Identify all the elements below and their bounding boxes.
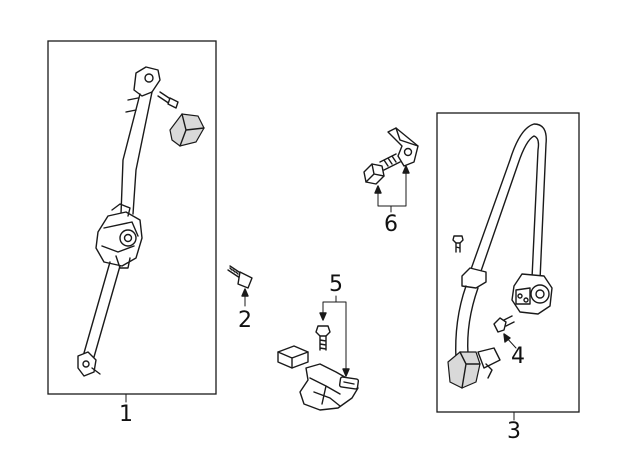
callout-5: 5 bbox=[329, 272, 343, 297]
lower-anchor-icon bbox=[77, 351, 97, 377]
part-6-bracket[interactable] bbox=[363, 127, 419, 213]
bolt-6-icon bbox=[363, 153, 401, 185]
callout-6: 6 bbox=[384, 212, 398, 237]
lower-webbing-icon bbox=[81, 261, 121, 365]
lower-webbing-icon bbox=[455, 285, 479, 361]
anchor-hole-icon bbox=[144, 73, 154, 83]
part-5-leader-line bbox=[322, 295, 347, 373]
mounting-bracket-icon bbox=[387, 127, 419, 167]
bolt-4-icon bbox=[493, 315, 515, 333]
anchor-bolt-icon bbox=[157, 91, 179, 109]
belt-guide-icon bbox=[461, 267, 487, 289]
part-6-leader-line bbox=[377, 169, 407, 213]
part-2-arrow-head bbox=[241, 288, 249, 297]
part-1-seat-belt-assembly[interactable] bbox=[47, 40, 217, 403]
part-3-frame bbox=[436, 112, 580, 413]
retractor-icon bbox=[95, 203, 143, 269]
part-3-seat-belt-assembly[interactable] bbox=[436, 112, 580, 421]
bolt-icon bbox=[227, 265, 253, 289]
callout-3: 3 bbox=[507, 419, 521, 444]
lower-anchor-icon bbox=[447, 347, 501, 389]
callout-2: 2 bbox=[238, 308, 252, 333]
belt-webbing-icon bbox=[120, 91, 153, 215]
part-4-arrow-head bbox=[503, 333, 511, 343]
part-5-buckle[interactable] bbox=[277, 295, 360, 411]
seat-belt-buckle-icon bbox=[277, 345, 360, 411]
callout-4: 4 bbox=[511, 344, 525, 369]
loop-webbing-icon bbox=[469, 123, 547, 281]
callout-1: 1 bbox=[119, 402, 133, 427]
retractor-icon bbox=[511, 273, 553, 315]
part-2-bolt[interactable] bbox=[227, 265, 253, 307]
small-bolt-icon bbox=[452, 235, 464, 253]
buckle-bolt-icon bbox=[315, 325, 331, 351]
part-1-frame bbox=[47, 40, 217, 395]
